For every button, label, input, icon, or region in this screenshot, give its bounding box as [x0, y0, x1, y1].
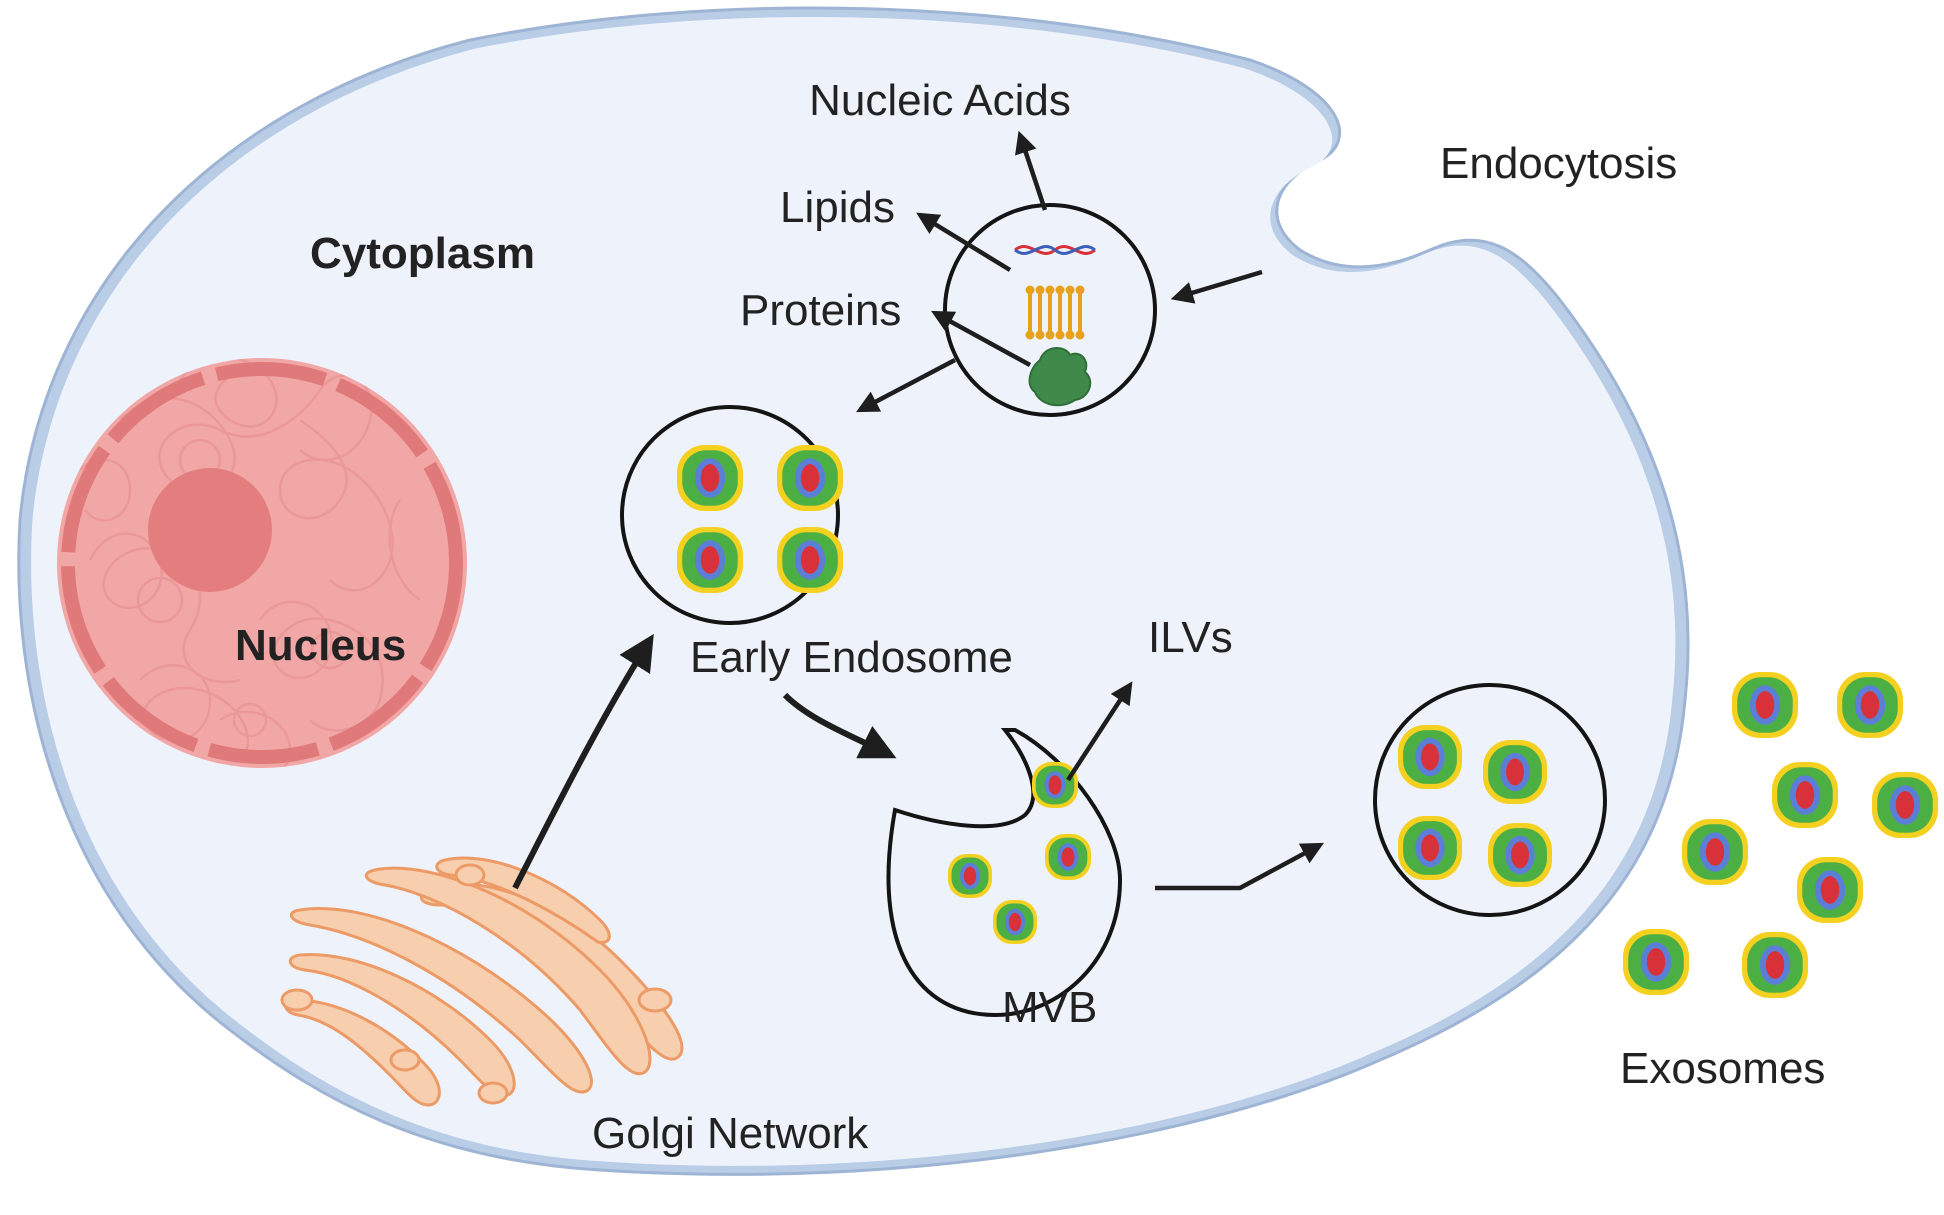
- endocytic-vesicle: [943, 203, 1157, 417]
- arrow-endosome-to-mvb: [782, 692, 897, 759]
- arrow-to-nucleic-acids: [1015, 130, 1048, 211]
- exosome: [1797, 857, 1863, 923]
- label-lipids: Lipids: [780, 183, 895, 232]
- lipid-bilayer-icon: [1025, 285, 1085, 340]
- ilv: [1045, 834, 1091, 880]
- exosome: [1732, 672, 1798, 738]
- ilv: [993, 900, 1037, 944]
- label-ilvs: ILVs: [1148, 613, 1233, 662]
- arrow-to-ilvs: [1066, 681, 1133, 782]
- exosome: [1398, 816, 1462, 880]
- arrow-mvb-to-secretory: [1155, 842, 1324, 891]
- chromatin-texture: [79, 358, 421, 768]
- exosome: [1623, 929, 1689, 995]
- arrow-to-early-endosome: [856, 358, 957, 413]
- ilv: [777, 445, 843, 511]
- arrow-golgi-to-endosome: [512, 633, 654, 890]
- exosome: [1488, 823, 1552, 887]
- arrow-endocytosis-in: [1170, 269, 1263, 304]
- label-proteins: Proteins: [740, 286, 901, 335]
- nucleolus: [148, 468, 272, 592]
- nucleic-acid-icon: [1014, 245, 1096, 255]
- early-endosome: [620, 405, 843, 625]
- exosome: [1682, 819, 1748, 885]
- label-golgi-network: Golgi Network: [592, 1109, 869, 1158]
- protein-icon: [1028, 347, 1092, 407]
- arrow-to-lipids: [916, 212, 1012, 272]
- arrow-to-proteins: [931, 310, 1032, 367]
- ilv: [777, 527, 843, 593]
- label-nucleus: Nucleus: [235, 621, 406, 670]
- nucleus: [57, 358, 467, 768]
- golgi-network: [280, 856, 684, 1107]
- label-exosomes: Exosomes: [1620, 1044, 1825, 1093]
- exosome: [1398, 725, 1462, 789]
- label-endocytosis: Endocytosis: [1440, 139, 1677, 188]
- ilv: [677, 445, 743, 511]
- label-early-endosome: Early Endosome: [690, 633, 1013, 682]
- ilv: [948, 854, 992, 898]
- released-exosomes: [1623, 672, 1938, 998]
- multivesicular-body: [886, 728, 1123, 1018]
- exosome: [1742, 932, 1808, 998]
- secretory-vesicle: [1373, 683, 1607, 917]
- exosome: [1483, 740, 1547, 804]
- label-cytoplasm: Cytoplasm: [310, 229, 535, 278]
- ilv: [1032, 762, 1078, 808]
- exosome: [1837, 672, 1903, 738]
- exosome: [1772, 762, 1838, 828]
- label-mvb: MVB: [1002, 983, 1097, 1032]
- label-nucleic-acids: Nucleic Acids: [809, 76, 1071, 125]
- labels: Nucleic Acids Lipids Proteins Endocytosi…: [235, 76, 1825, 1158]
- ilv: [677, 527, 743, 593]
- arrows: [512, 130, 1324, 891]
- exosome: [1872, 772, 1938, 838]
